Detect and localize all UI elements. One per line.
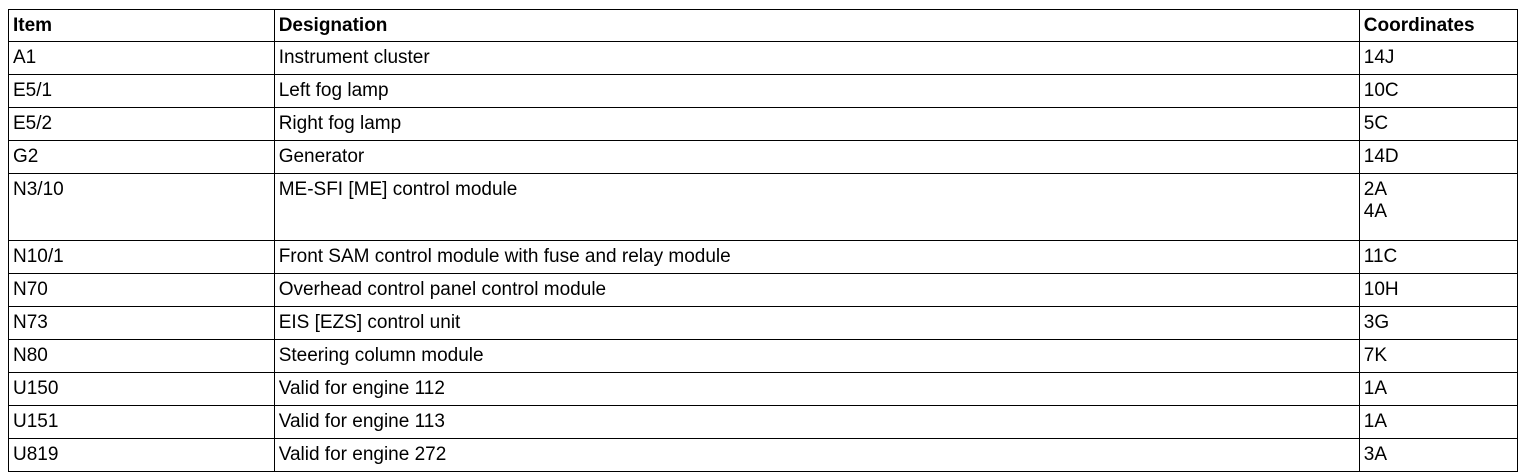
cell-designation: Overhead control panel control module: [273, 273, 1360, 307]
cell-designation: Left fog lamp: [273, 74, 1360, 108]
header-item: Item: [8, 9, 275, 42]
cell-item: N70: [8, 273, 275, 307]
cell-coordinates: 14D: [1358, 140, 1519, 174]
cell-item: G2: [8, 140, 275, 174]
cell-item: U819: [8, 438, 275, 472]
cell-item: N80: [8, 339, 275, 373]
coordinate-value: 1A: [1363, 411, 1388, 432]
coordinate-value: 3A: [1363, 444, 1388, 465]
cell-coordinates: 3G: [1358, 306, 1519, 340]
cell-designation: ME-SFI [ME] control module: [273, 173, 1360, 241]
cell-item: U151: [8, 405, 275, 439]
coordinate-value: 4A: [1363, 201, 1388, 222]
cell-item: N73: [8, 306, 275, 340]
coordinate-value: 3G: [1363, 312, 1390, 333]
cell-designation: EIS [EZS] control unit: [273, 306, 1360, 340]
cell-designation: Front SAM control module with fuse and r…: [273, 240, 1360, 274]
cell-coordinates: 14J: [1358, 41, 1519, 75]
cell-item: N10/1: [8, 240, 275, 274]
cell-designation: Steering column module: [273, 339, 1360, 373]
cell-item: E5/1: [8, 74, 275, 108]
cell-item: A1: [8, 41, 275, 75]
cell-coordinates: 10H: [1358, 273, 1519, 307]
coordinate-value: 10H: [1363, 279, 1399, 300]
header-designation: Designation: [273, 9, 1360, 42]
coordinate-value: 7K: [1363, 345, 1388, 366]
cell-item: N3/10: [8, 173, 275, 241]
coordinate-value: 14D: [1363, 146, 1399, 167]
coordinate-value: 2A: [1363, 179, 1388, 200]
header-row: Item Designation Coordinates: [8, 9, 1519, 42]
cell-coordinates: 1A: [1358, 372, 1519, 406]
cell-designation: Generator: [273, 140, 1360, 174]
cell-designation: Valid for engine 113: [273, 405, 1360, 439]
header-coordinates: Coordinates: [1358, 9, 1519, 42]
coordinate-value: 11C: [1363, 246, 1398, 267]
cell-coordinates: 1A: [1358, 405, 1519, 439]
cell-coordinates: 5C: [1358, 107, 1519, 141]
cell-designation: Valid for engine 272: [273, 438, 1360, 472]
cell-item: U150: [8, 372, 275, 406]
cell-coordinates: 11C: [1358, 240, 1519, 274]
coordinate-value: 10C: [1363, 80, 1399, 101]
cell-coordinates: 7K: [1358, 339, 1519, 373]
cell-designation: Instrument cluster: [273, 41, 1360, 75]
cell-designation: Right fog lamp: [273, 107, 1360, 141]
cell-designation: Valid for engine 112: [273, 372, 1360, 406]
coordinate-value: 1A: [1363, 378, 1388, 399]
coordinate-value: 5C: [1363, 113, 1389, 134]
coordinate-value: 14J: [1363, 47, 1395, 68]
cell-coordinates: 10C: [1358, 74, 1519, 108]
cell-coordinates: 3A: [1358, 438, 1519, 472]
cell-item: E5/2: [8, 107, 275, 141]
